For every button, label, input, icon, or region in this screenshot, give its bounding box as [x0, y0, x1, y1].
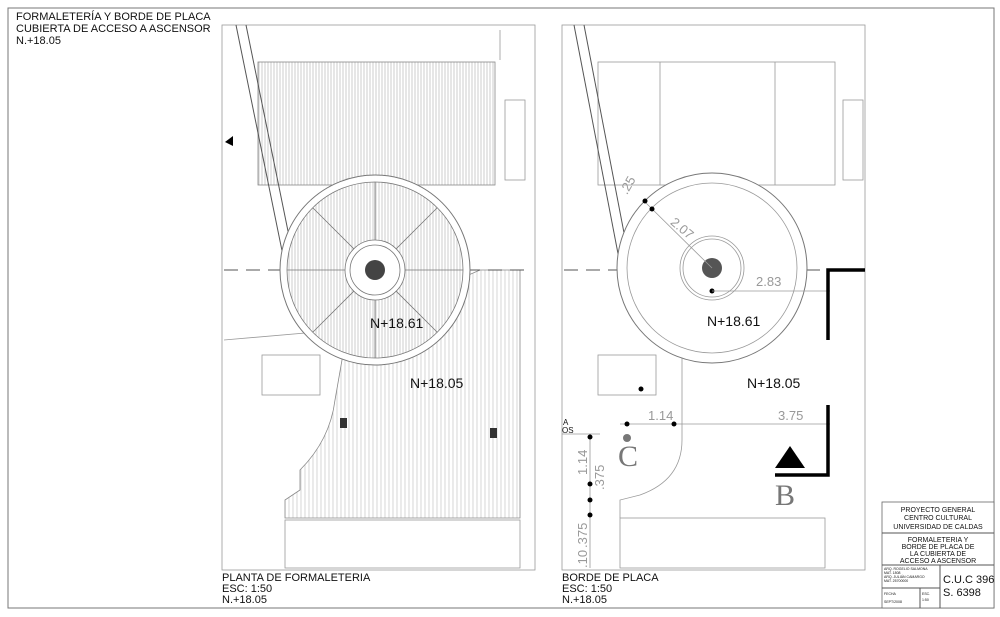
tb-sheet-number: S. 6398	[943, 587, 981, 599]
sheet-border	[7, 7, 995, 609]
section-mark-os: OS	[562, 426, 574, 435]
left-plan-scale: ESC: 1:50	[222, 583, 272, 595]
dim-2-83: 2.83	[756, 274, 781, 289]
left-plan-level: N.+18.05	[222, 594, 267, 606]
tb-author-4: MAT. 25700000	[884, 579, 908, 583]
section-mark-a: A	[563, 418, 569, 427]
title-block: PROYECTO GENERAL CENTRO CULTURAL UNIVERS…	[881, 501, 995, 609]
left-level-slab: N+18.05	[410, 375, 464, 391]
tb-project-3: UNIVERSIDAD DE CALDAS	[893, 524, 983, 531]
dim-1-14: 1.14	[648, 408, 673, 423]
sheet-title-line-3: N.+18.05	[16, 35, 61, 47]
tb-author-2: MAT. 1808	[884, 571, 901, 575]
tb-esc: 1:50	[922, 598, 929, 602]
tb-author-3: ARQ. JULIÁN CAMARGO	[884, 575, 925, 579]
tb-drawing-2: BORDE DE PLACA DE	[902, 544, 975, 551]
tb-drawing-3: LA CUBIERTA DE	[910, 551, 966, 558]
tb-code: C.U.C 396	[943, 574, 994, 586]
sheet-title: FORMALETERÍA Y BORDE DE PLACA CUBIERTA D…	[16, 10, 211, 47]
dim-3-75: 3.75	[778, 408, 803, 423]
right-plan-name: BORDE DE PLACA	[562, 572, 659, 584]
right-level-slab: N+18.05	[747, 375, 801, 391]
dim-v-10: .10	[575, 550, 590, 568]
tb-esc-label: ESC.	[922, 592, 930, 596]
dim-v-375a: .375	[592, 465, 607, 490]
tb-fecha: SEPT/2008	[884, 600, 902, 604]
right-plan-scale: ESC: 1:50	[562, 583, 612, 595]
right-level-circle: N+18.61	[707, 313, 761, 329]
tb-fecha-label: FECHA	[884, 592, 897, 596]
left-plan-name: PLANTA DE FORMALETERIA	[222, 572, 371, 584]
dim-v-1-14: 1.14	[575, 450, 590, 475]
section-mark-b: B	[775, 479, 795, 512]
formwork-plan: N+18.61 N+18.05	[221, 24, 536, 571]
right-plan-level: N.+18.05	[562, 594, 607, 606]
sheet-title-line-2: CUBIERTA DE ACCESO A ASCENSOR	[16, 23, 211, 35]
tb-author-1: ARQ. ROGELIO SALMONA	[884, 567, 928, 571]
tb-drawing-4: ACCESO A ASCENSOR	[900, 558, 976, 565]
sheet-title-line-1: FORMALETERÍA Y BORDE DE PLACA	[16, 10, 211, 23]
tb-drawing-1: FORMALETERIA Y	[908, 537, 969, 544]
tb-project-1: PROYECTO GENERAL	[901, 507, 976, 514]
section-mark-c: C	[618, 440, 638, 473]
left-level-circle: N+18.61	[370, 315, 424, 331]
slab-edge-plan: 2.07 .25 2.83 3.75 1.14 1.14 .375 .375 .…	[561, 24, 866, 571]
tb-project-2: CENTRO CULTURAL	[904, 515, 972, 522]
dim-small-top: .25	[617, 174, 639, 197]
dim-v-375b: .375	[575, 523, 590, 548]
